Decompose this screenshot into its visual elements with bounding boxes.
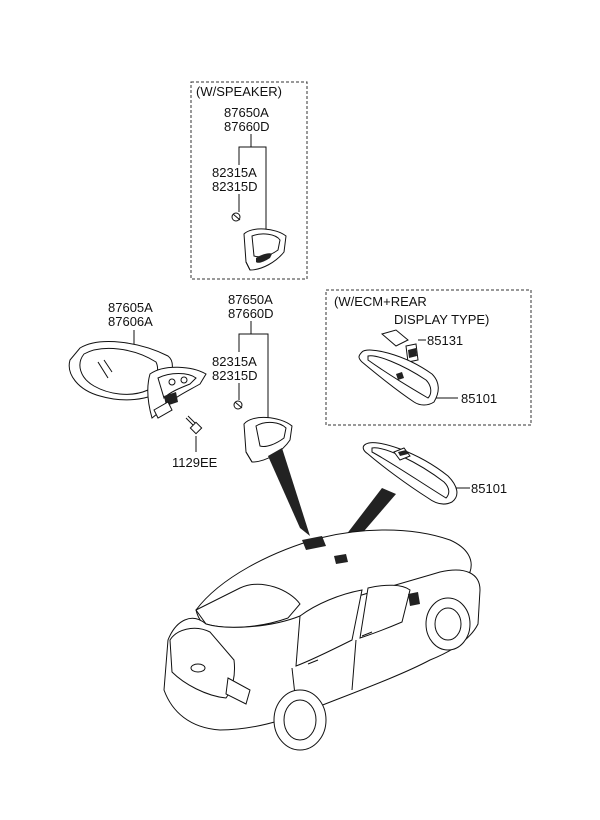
cover-pointer-arrow xyxy=(268,448,310,536)
cover-part-leader xyxy=(251,333,269,418)
ecm-mirror-number: 85101 xyxy=(461,391,497,406)
ecm-group-title-1: (W/ECM+REAR xyxy=(334,294,427,309)
mirror-cover-part xyxy=(243,417,293,463)
speaker-leader-line xyxy=(238,134,252,165)
cover-part-number-1: 87650A xyxy=(228,292,273,307)
cover-screw-number-2: 82315D xyxy=(212,368,258,383)
cover-screw xyxy=(233,400,243,410)
ecm-bracket-part xyxy=(380,329,419,363)
speaker-screw xyxy=(231,212,241,222)
outside-mirror-group: 87605A 87606A 1129EE xyxy=(68,300,218,470)
ecm-group-title-2: DISPLAY TYPE) xyxy=(394,312,489,327)
outside-mirror-part xyxy=(68,341,207,419)
ecm-mirror-part xyxy=(358,349,439,406)
cover-part-number-2: 87660D xyxy=(228,306,274,321)
ecm-bracket-number: 85131 xyxy=(427,333,463,348)
cover-group: 87650A 87660D 82315A 82315D xyxy=(212,292,293,463)
cover-screw-number-1: 82315A xyxy=(212,354,257,369)
speaker-group: (W/SPEAKER) 87650A 87660D 82315A 82315D xyxy=(190,81,308,280)
inside-mirror-group: 85101 xyxy=(362,442,507,505)
bolt-number: 1129EE xyxy=(172,455,218,470)
speaker-screw-number-2: 82315D xyxy=(212,179,258,194)
ecm-group-box xyxy=(325,289,532,426)
car-illustration xyxy=(163,529,481,751)
speaker-group-box xyxy=(190,81,308,280)
speaker-part-number-1: 87650A xyxy=(224,105,269,120)
speaker-group-title: (W/SPEAKER) xyxy=(196,84,282,99)
speaker-part-number-2: 87660D xyxy=(224,119,270,134)
speaker-cover-leader xyxy=(251,146,267,232)
speaker-cover-part xyxy=(243,228,287,271)
inside-mirror-part xyxy=(362,442,458,505)
mirror-bolt xyxy=(185,415,203,435)
outside-mirror-number-2: 87606A xyxy=(108,314,153,329)
ecm-group: (W/ECM+REAR DISPLAY TYPE) 85131 85101 xyxy=(325,289,532,426)
outside-mirror-number-1: 87605A xyxy=(108,300,153,315)
speaker-screw-number-1: 82315A xyxy=(212,165,257,180)
inside-mirror-number: 85101 xyxy=(471,481,507,496)
cover-leader-line xyxy=(238,321,252,352)
